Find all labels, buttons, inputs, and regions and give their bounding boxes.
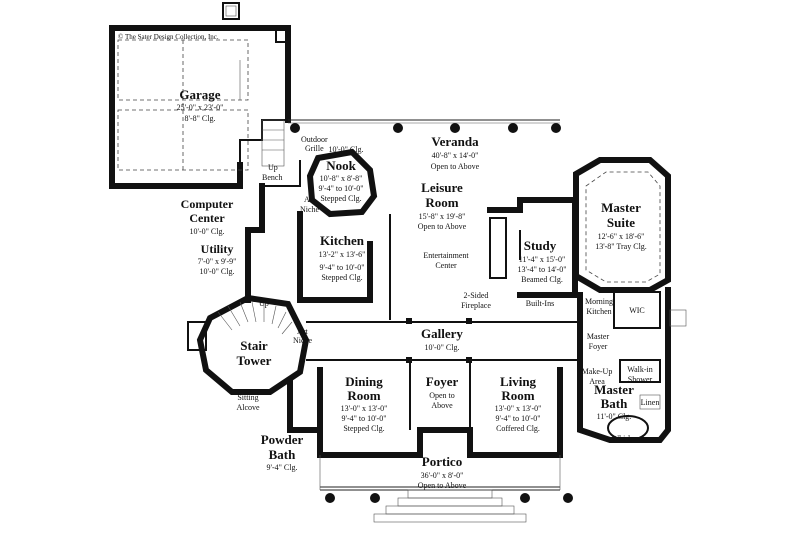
outdoor-grille-label-2: Grille [305, 144, 324, 153]
walkin-label-1: Walk-in [627, 365, 653, 374]
utility-dims: 7'-0" x 9'-9" [198, 257, 237, 266]
dining-clg-1: 9'-4" to 10'-0" [342, 414, 387, 423]
art-niche-b-label-2: Niche [293, 336, 313, 345]
veranda-dims: 40'-8" x 14'-0" [432, 151, 479, 160]
garage-wall [109, 25, 291, 189]
nook-clg-2: Stepped Clg. [320, 194, 361, 203]
outdoor-grille-label-1: Outdoor [301, 135, 328, 144]
fireplace-label-1: 2-Sided [464, 291, 489, 300]
master-suite-label-1: Master [601, 200, 641, 215]
living-label-2: Room [501, 388, 534, 403]
garage-label: Garage [179, 87, 220, 102]
portico-dims: 36'-0" x 8'-0" [421, 471, 464, 480]
leisure-label-2: Room [425, 195, 458, 210]
wic-label: WIC [629, 306, 645, 315]
nook-clg-1: 9'-4" to 10'-0" [319, 184, 364, 193]
stair-label-1: Stair [240, 338, 268, 353]
powder-label-2: Bath [269, 447, 297, 462]
columns [290, 123, 573, 503]
living-clg-1: 9'-4" to 10'-0" [496, 414, 541, 423]
living-clg-2: Coffered Clg. [496, 424, 540, 433]
computer-label-2: Center [189, 211, 225, 225]
nook-walls [306, 148, 378, 218]
copyright-text: © The Sater Design Collection, Inc. [118, 33, 219, 41]
foyer-clg-2: Above [431, 401, 453, 410]
garage-area: © The Sater Design Collection, Inc. Gara… [109, 2, 291, 189]
powder-label-1: Powder [261, 432, 304, 447]
dining-label-1: Dining [345, 374, 383, 389]
garage-clg: 8'-8" Clg. [185, 114, 216, 123]
main-walls [187, 119, 687, 523]
dining-clg-2: Stepped Clg. [343, 424, 384, 433]
veranda-clg: Open to Above [431, 162, 480, 171]
master-foyer-label-2: Foyer [589, 342, 608, 351]
nook-dims: 10'-8" x 8'-8" [320, 174, 363, 183]
built-ins-label: Built-Ins [526, 299, 554, 308]
nook-label: Nook [326, 158, 356, 173]
portico-clg: Open to Above [418, 481, 467, 490]
master-foyer-label-1: Master [587, 332, 610, 341]
whirlpool-tub [607, 415, 649, 441]
bench-label: Bench [262, 173, 282, 182]
living-label-1: Living [500, 374, 537, 389]
stair-tower-walls [196, 294, 310, 395]
dining-dims: 13'-0" x 13'-0" [341, 404, 388, 413]
kitchen-clg-2: Stepped Clg. [321, 273, 362, 282]
kitchen-clg-1: 9'-4" to 10'-0" [320, 263, 365, 272]
powder-clg: 9'-4" Clg. [267, 463, 298, 472]
foyer-label: Foyer [426, 374, 459, 389]
veranda-clg-note: 10'-0" Clg. [329, 145, 364, 154]
entertainment-label-2: Center [435, 261, 457, 270]
fireplace-label-2: Fireplace [461, 301, 491, 310]
master-suite-label-2: Suite [607, 215, 635, 230]
stair-up-label: Up [259, 299, 269, 308]
master-bath-label-1: Master [594, 382, 634, 397]
morning-kitchen-label-1: Morning [585, 297, 613, 306]
garage-chimney-box [222, 2, 240, 20]
art-niche-b-label-1: Art [297, 327, 308, 336]
study-clg-2: Beamed Clg. [521, 275, 563, 284]
art-niche-label-2: Niche [300, 205, 320, 214]
morning-kitchen-label-2: Kitchen [586, 307, 611, 316]
stair-label-2: Tower [237, 353, 272, 368]
kitchen-label: Kitchen [320, 233, 365, 248]
study-clg-1: 13'-4" to 14'-0" [518, 265, 567, 274]
master-suite-walls [573, 157, 671, 293]
computer-clg: 10'-0" Clg. [190, 227, 225, 236]
gallery-label: Gallery [421, 326, 463, 341]
up-label: Up [268, 163, 278, 172]
entertainment-label-1: Entertainment [423, 251, 469, 260]
linen-label: Linen [641, 398, 660, 407]
utility-clg: 10'-0" Clg. [200, 267, 235, 276]
makeup-label-2: Area [589, 377, 605, 386]
gallery-clg: 10'-0" Clg. [425, 343, 460, 352]
portico-label: Portico [422, 454, 462, 469]
sitting-label-1: Sitting [237, 393, 258, 402]
computer-label-1: Computer [181, 197, 234, 211]
whirlpool-label: Whirlpool [612, 434, 646, 443]
art-niche-label-1: Art [304, 195, 315, 204]
living-dims: 13'-0" x 13'-0" [495, 404, 542, 413]
leisure-dims: 15'-8" x 19'-8" [419, 212, 466, 221]
master-bath-clg: 11'-0" Clg. [597, 412, 632, 421]
study-label: Study [524, 238, 557, 253]
dining-label-2: Room [347, 388, 380, 403]
kitchen-dims: 13'-2" x 13'-6" [319, 250, 366, 259]
master-bath-label-2: Bath [601, 396, 629, 411]
veranda-label: Veranda [431, 134, 479, 149]
makeup-label-1: Make-Up [582, 367, 613, 376]
utility-label: Utility [201, 242, 234, 256]
sitting-label-2: Alcove [236, 403, 260, 412]
study-dims: 11'-4" x 15'-0" [519, 255, 565, 264]
garage-dims: 25'-0" x 23'-0" [177, 103, 224, 112]
master-suite-dims: 12'-6" x 18'-6" [598, 232, 645, 241]
master-suite-clg: 13'-8" Tray Clg. [595, 242, 647, 251]
leisure-clg: Open to Above [418, 222, 467, 231]
foyer-clg-1: Open to [429, 391, 455, 400]
walkin-label-2: Shower [628, 375, 653, 384]
leisure-label-1: Leisure [421, 180, 463, 195]
